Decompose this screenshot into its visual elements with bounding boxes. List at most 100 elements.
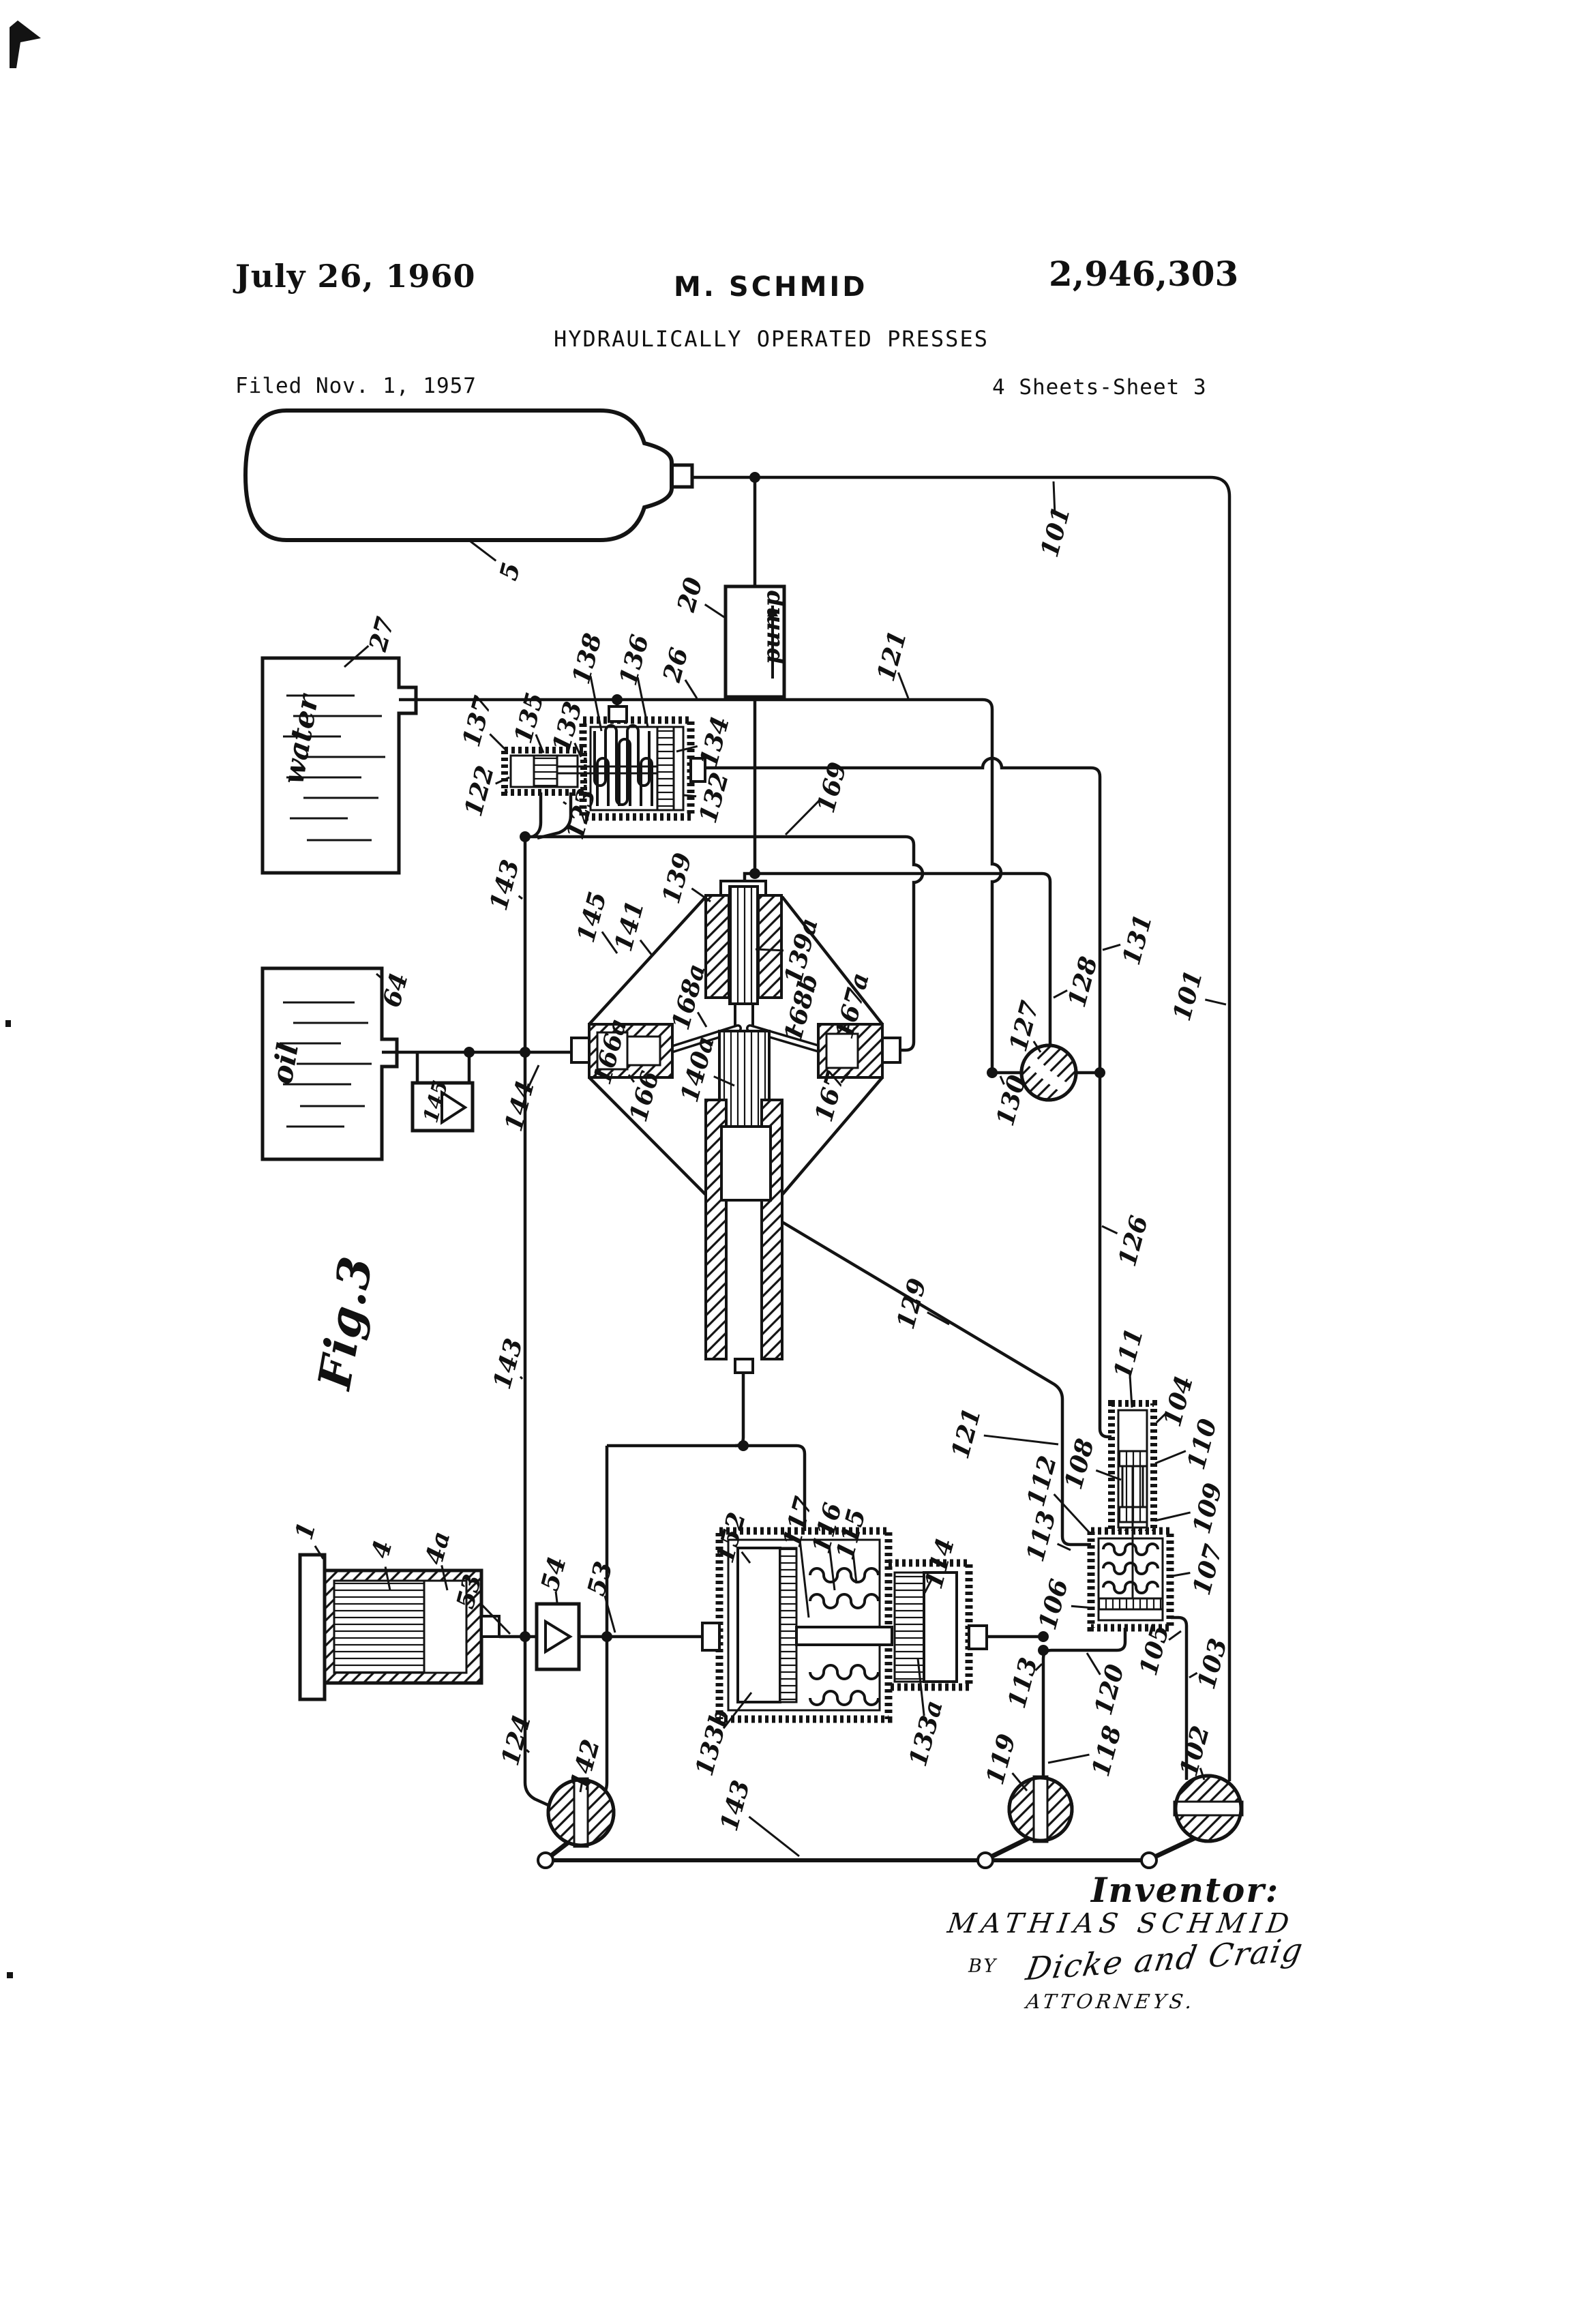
leader-line-102: [1199, 1768, 1206, 1781]
leader-line-106: [1071, 1605, 1094, 1609]
pump-label: pump: [758, 590, 786, 665]
press-cylinder-1: [298, 1553, 501, 1701]
leader-line-5: [470, 540, 497, 562]
leader-line-4: [384, 1566, 391, 1591]
leader-line-64: [376, 972, 383, 980]
leader-line-118: [1047, 1753, 1090, 1764]
leader-line-142: [579, 1782, 583, 1793]
patent-author: M. SCHMID: [674, 271, 868, 303]
leader-line-129: [927, 1311, 950, 1326]
leader-line-167: [840, 1071, 851, 1084]
leader-line-138: [589, 676, 603, 732]
leader-line-166: [627, 1074, 636, 1083]
leader-line-109: [1154, 1511, 1191, 1522]
leader-line-101: [1052, 481, 1056, 515]
leader-line-111: [1129, 1371, 1133, 1408]
check-valve-145[interactable]: [411, 1081, 475, 1133]
filing-date: Filed Nov. 1, 1957: [235, 374, 477, 398]
leader-line-131: [1102, 943, 1121, 951]
leader-line-152: [741, 1551, 751, 1564]
leader-line-139: [691, 887, 711, 903]
lever-valve-142[interactable]: [546, 1777, 616, 1848]
leader-line-133a: [916, 1658, 925, 1716]
leader-line-133b: [722, 1692, 753, 1729]
leader-line-27: [344, 644, 370, 668]
inventor-by: BY: [968, 1956, 998, 1977]
pipe-103: [1171, 1615, 1189, 1780]
leader-line-143: [519, 1375, 524, 1380]
check-valve-54[interactable]: [535, 1602, 581, 1671]
leader-line-116: [828, 1545, 836, 1591]
water-tank-27: [260, 656, 418, 875]
leader-line-169: [784, 799, 820, 836]
lever-valve-119[interactable]: [1007, 1775, 1074, 1843]
pipe-101: [693, 475, 1232, 1781]
leader-line-168b: [791, 1024, 796, 1032]
leader-line-136: [636, 677, 649, 728]
leader-line-20: [704, 604, 725, 619]
inventor-heading: Inventor:: [1091, 1870, 1280, 1910]
leader-line-54: [554, 1591, 558, 1603]
leader-line-144: [526, 1064, 540, 1091]
scan-artifact-corner: [10, 20, 41, 68]
leader-line-126: [1101, 1225, 1118, 1235]
press-assembly: [570, 880, 901, 1374]
leader-line-120: [1086, 1652, 1101, 1675]
sheet-number: 4 Sheets-Sheet 3: [992, 375, 1207, 400]
leader-line-117: [799, 1539, 810, 1618]
leader-line-107: [1168, 1572, 1191, 1578]
pipe-press-bottom: [734, 1373, 745, 1448]
leader-line-127: [1032, 1041, 1042, 1053]
pipe-2120: [607, 1444, 807, 1532]
leader-line-168a: [696, 1011, 708, 1028]
scan-speck: [7, 1972, 13, 1978]
leader-line-104: [1155, 1413, 1167, 1424]
pipe-128: [743, 872, 1052, 1046]
pump-20: [723, 584, 786, 699]
attorneys-label: ATTORNEYS.: [1024, 1990, 1197, 2013]
leader-line-123: [563, 801, 567, 805]
leader-line-103: [1189, 1671, 1198, 1679]
scan-speck: [5, 1020, 11, 1027]
leader-line-113: [1034, 1663, 1043, 1671]
leader-line-143: [748, 1815, 800, 1858]
leader-line-130: [999, 1075, 1005, 1085]
leader-line-53: [481, 1603, 511, 1635]
leader-line-110: [1154, 1450, 1186, 1465]
accumulator-valve-132: [501, 705, 706, 821]
leader-line-121: [983, 1434, 1059, 1446]
leader-line-122: [495, 776, 510, 785]
leader-line-140a: [713, 1075, 735, 1087]
patent-date: July 26, 1960: [235, 258, 476, 295]
pipe-143-left: [523, 839, 550, 1808]
leader-line-26: [684, 679, 698, 699]
leader-line-101: [1204, 998, 1227, 1006]
lever-valve-102[interactable]: [1173, 1774, 1244, 1843]
leader-line-4a: [441, 1565, 449, 1591]
control-valve-152: [701, 1527, 988, 1723]
leader-line-128: [1053, 989, 1068, 999]
leader-line-143: [518, 895, 523, 900]
leader-line-119: [1011, 1772, 1028, 1791]
leader-line-167a: [846, 1023, 850, 1034]
leader-line-132: [683, 794, 697, 798]
leader-line-105: [1168, 1630, 1182, 1641]
leader-line-145: [601, 931, 618, 954]
leader-line-121: [897, 672, 910, 699]
leader-line-141: [639, 939, 654, 957]
linkage-pivots[interactable]: [537, 1851, 1158, 1869]
pipe-26-121: [399, 698, 1003, 1073]
pipe-123b: [537, 792, 573, 840]
pilot-valve-104: [1087, 1400, 1174, 1632]
pipe-129: [781, 1221, 1092, 1547]
pipe-131-126: [705, 756, 1113, 1439]
air-receiver-5: [243, 408, 694, 542]
pipe-junctions: [464, 472, 1105, 1656]
leader-line-53: [603, 1595, 616, 1633]
leader-line-115: [852, 1551, 858, 1584]
patent-title: HYDRAULICALLY OPERATED PRESSES: [554, 326, 989, 352]
leader-line-1: [314, 1545, 325, 1560]
ball-valve-127[interactable]: [1019, 1043, 1078, 1102]
